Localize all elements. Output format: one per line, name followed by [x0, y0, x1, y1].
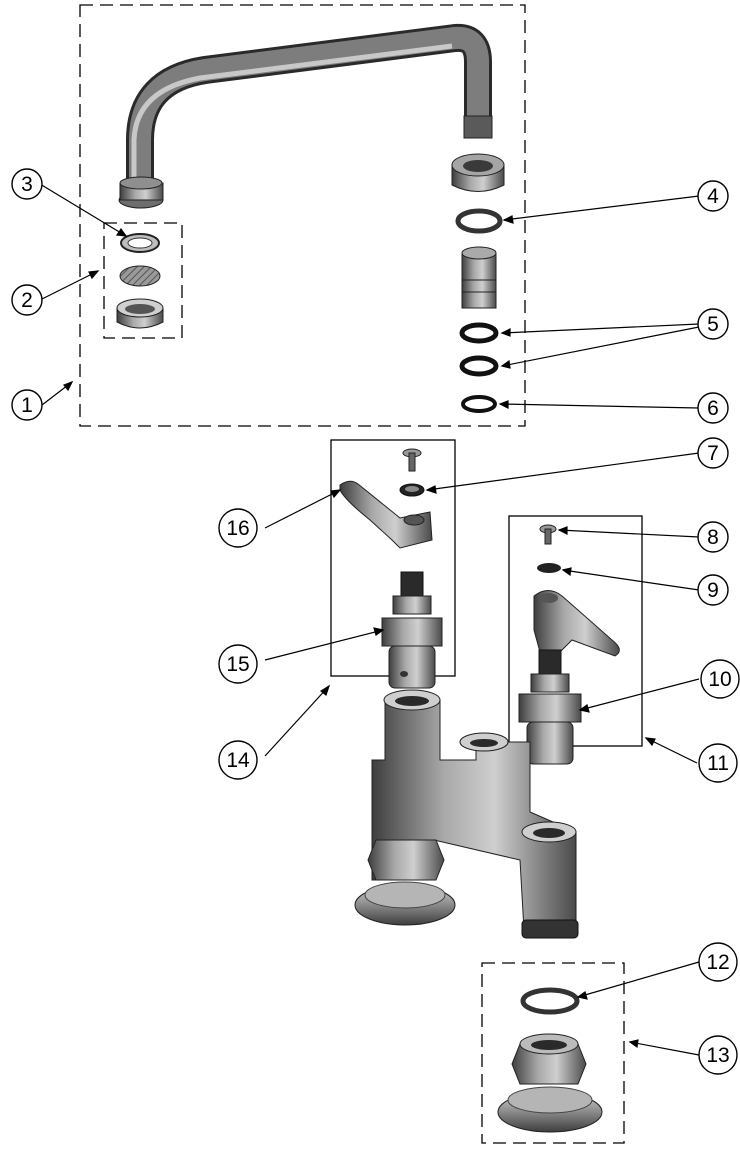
callout-15: 15: [218, 644, 258, 684]
group-box-1-spout-assembly: [79, 4, 526, 427]
callout-label: 8: [707, 526, 719, 549]
callout-label: 11: [707, 752, 729, 775]
group-box-13-flange: [481, 962, 625, 1144]
callout-circle: [218, 508, 258, 548]
spout-washer: [455, 208, 503, 234]
callout-label: 14: [226, 749, 250, 772]
callout-label: 10: [708, 668, 731, 691]
callout-13: 13: [698, 1035, 738, 1075]
aerator-parts: [116, 233, 164, 329]
right-handle-cartridge: [518, 524, 620, 765]
callout-5: 5: [697, 308, 729, 340]
valve-body: [354, 689, 579, 939]
callout-circle: [218, 644, 258, 684]
callout-label: 4: [707, 185, 719, 208]
callout-6: 6: [697, 392, 729, 424]
group-boxes: [79, 4, 643, 1144]
callout-1: 1: [11, 389, 43, 421]
callout-circle: [697, 180, 729, 212]
callout-3: 3: [11, 168, 43, 200]
o-ring-middle: [459, 355, 499, 377]
callout-label: 1: [21, 394, 33, 417]
callout-label: 12: [706, 951, 729, 974]
callout-circle: [11, 168, 43, 200]
aerator-screen: [119, 265, 161, 287]
flange-gasket: [520, 987, 580, 1015]
callout-circle: [697, 437, 729, 469]
o-ring-bottom: [461, 395, 497, 413]
callout-10: 10: [700, 659, 740, 699]
callout-label: 13: [706, 1044, 729, 1067]
callout-label: 6: [707, 397, 719, 420]
callout-label: 3: [21, 173, 33, 196]
callout-label: 7: [707, 442, 719, 465]
callout-circle: [698, 1035, 738, 1075]
callout-8: 8: [697, 521, 729, 553]
left-handle-cartridge: [339, 448, 443, 689]
callout-7: 7: [697, 437, 729, 469]
callout-label: 9: [707, 579, 719, 602]
callout-circle: [11, 389, 43, 421]
callout-circle: [698, 942, 738, 982]
callout-14: 14: [218, 740, 258, 780]
callout-label: 15: [226, 653, 249, 676]
callout-11: 11: [698, 743, 738, 783]
callout-circle: [700, 659, 740, 699]
callout-2: 2: [11, 284, 43, 316]
callout-label: 16: [226, 517, 249, 540]
callout-circle: [697, 308, 729, 340]
group-box-2-aerator: [103, 222, 183, 339]
spout-nut-and-seals: [451, 153, 505, 413]
callout-circle: [218, 740, 258, 780]
callout-label: 5: [707, 313, 719, 336]
swing-spout: [118, 23, 493, 209]
callout-circle: [697, 521, 729, 553]
o-ring-top: [459, 322, 499, 344]
callout-circle: [11, 284, 43, 316]
callout-circle: [697, 392, 729, 424]
bottom-flange-assembly: [497, 987, 603, 1133]
callout-16: 16: [218, 508, 258, 548]
callout-circle: [698, 743, 738, 783]
group-box-11-right-cartridge: [508, 515, 643, 747]
callout-12: 12: [698, 942, 738, 982]
callout-circle: [697, 574, 729, 606]
leader-lines: [39, 183, 700, 1056]
callout-label: 2: [21, 289, 33, 312]
callout-9: 9: [697, 574, 729, 606]
callout-4: 4: [697, 180, 729, 212]
